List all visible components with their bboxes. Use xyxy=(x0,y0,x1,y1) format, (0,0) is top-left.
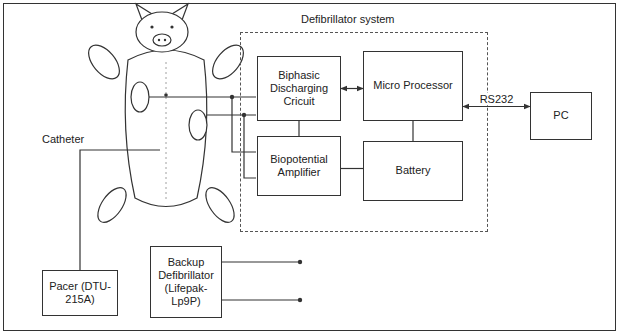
system-boundary: Defibrillator systemBiphasic Discharging… xyxy=(240,32,488,232)
edge-label: RS232 xyxy=(478,93,516,105)
connector xyxy=(341,168,363,169)
box-label: Backup Defibrillator (Lifepak- Lp9P) xyxy=(155,256,217,309)
amplifier-box: Biopotential Amplifier xyxy=(257,136,341,196)
lead-ends xyxy=(298,260,302,302)
catheter-label: Catheter xyxy=(42,133,84,145)
connector xyxy=(463,106,530,107)
pig-details xyxy=(150,25,173,96)
pig-midline xyxy=(166,62,167,200)
box-label: Pacer (DTU-215A) xyxy=(47,280,113,306)
box-label: Biopotential Amplifier xyxy=(262,153,336,179)
box-label: Micro Processor xyxy=(373,79,452,92)
processor-box: Micro Processor xyxy=(363,51,463,121)
pc-box: PC xyxy=(530,92,592,140)
defibrillator-box: Backup Defibrillator (Lifepak- Lp9P) xyxy=(150,246,222,318)
junction-dots xyxy=(230,95,246,117)
box-label: Biphasic Discharging Cricuit xyxy=(262,69,336,109)
connector xyxy=(298,121,299,136)
connector xyxy=(341,88,363,89)
pacer-box: Pacer (DTU-215A) xyxy=(42,270,118,316)
group-title: Defibrillator system xyxy=(301,13,395,26)
battery-box: Battery xyxy=(363,141,463,201)
catheter-line xyxy=(80,150,160,270)
connector xyxy=(412,121,413,141)
circuit-box: Biphasic Discharging Cricuit xyxy=(257,56,341,121)
backup-leads xyxy=(222,262,300,300)
box-label: PC xyxy=(553,109,568,122)
box-label: Battery xyxy=(396,164,431,177)
